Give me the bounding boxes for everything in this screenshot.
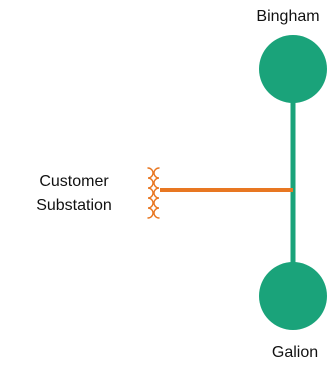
transformer-icon: [147, 167, 160, 219]
customer-substation-label-line2: Substation: [36, 197, 112, 214]
substation-node-galion[interactable]: [259, 262, 327, 330]
substation-label-galion: Galion: [272, 344, 318, 361]
substation-label-bingham: Bingham: [256, 8, 319, 25]
substation-node-bingham[interactable]: [259, 35, 327, 103]
customer-substation-label-line1: Customer: [39, 173, 109, 190]
